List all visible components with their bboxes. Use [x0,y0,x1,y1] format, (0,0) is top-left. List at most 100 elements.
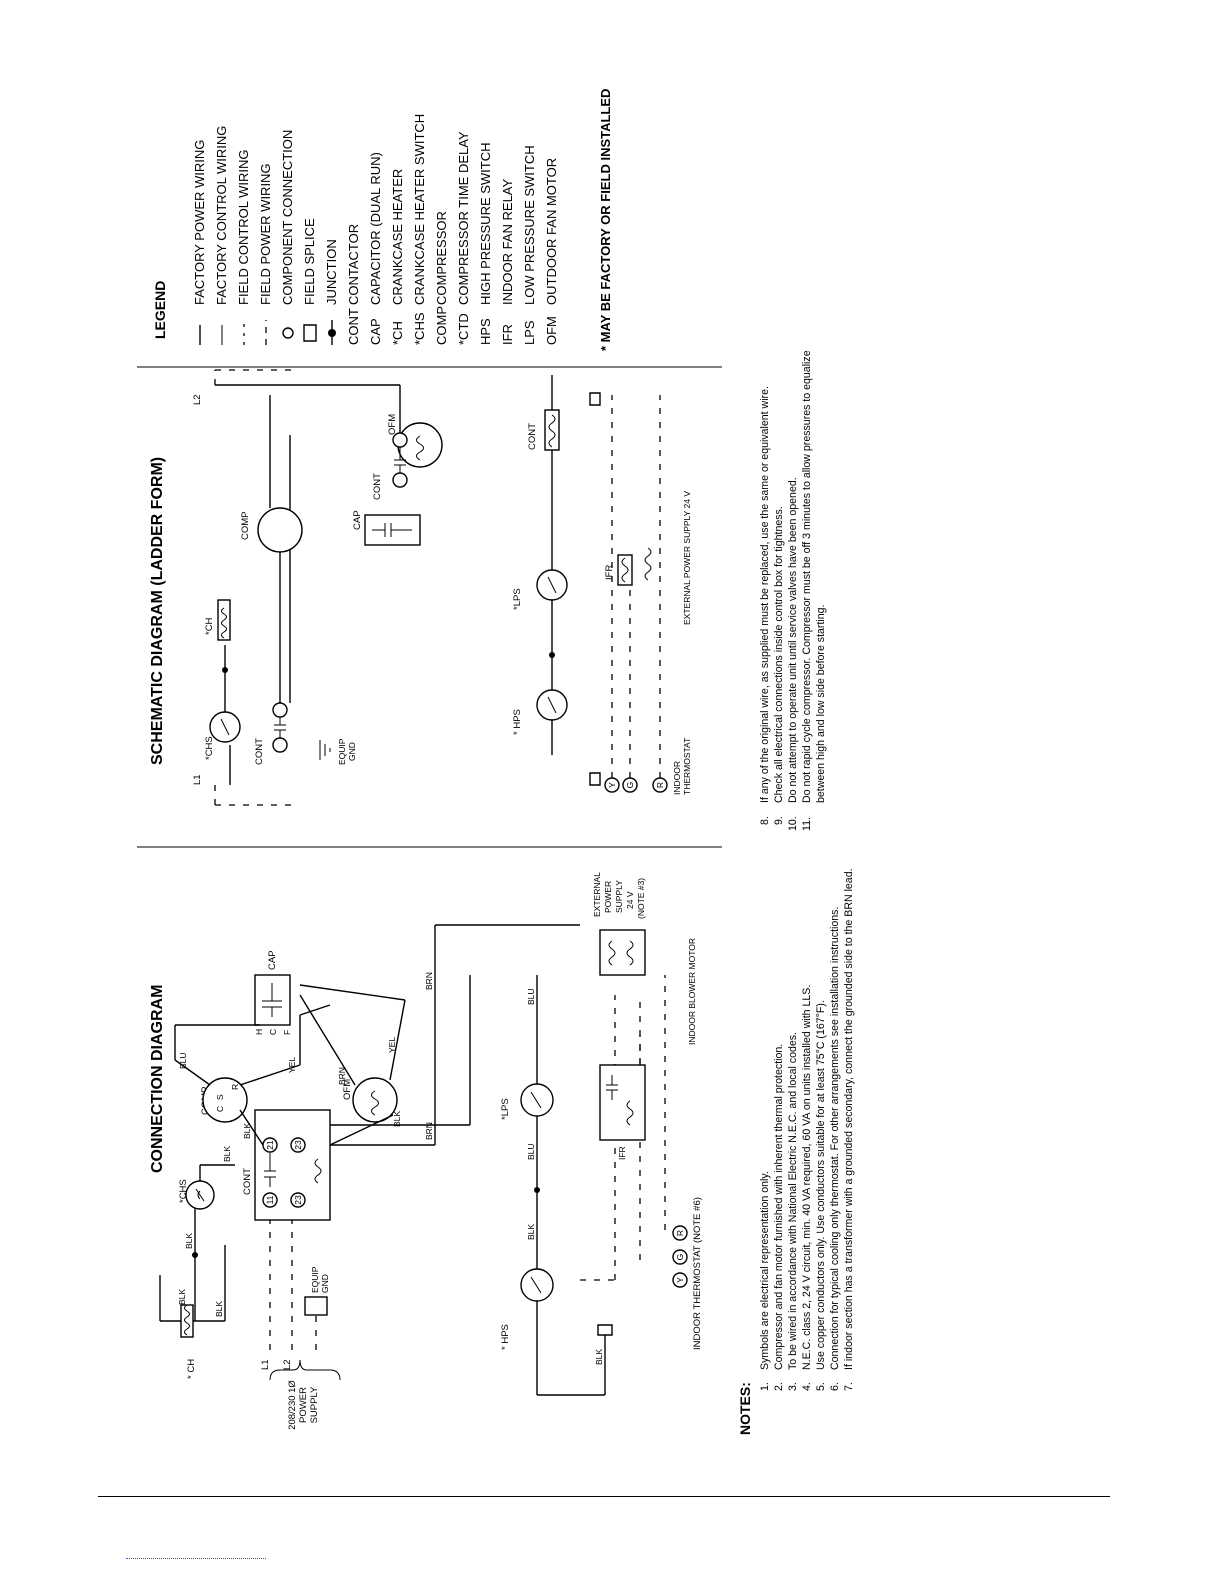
supply-label-3: SUPPLY [309,1386,320,1423]
legend-abbr: LPS [522,320,537,345]
sch-terminal-11 [272,737,288,753]
cap-f-label: F [282,1030,292,1035]
legend-item: FIELD CONTROL WIRING [236,149,251,305]
blu-label: BLU [526,1143,536,1160]
wire-comp-r [239,1064,301,1086]
legend-abbr-text: COMPRESSOR [434,211,449,305]
legend: LEGEND FACTORY POWER WIRING FACTORY CONT… [152,89,613,351]
note-text: If indoor section has a transformer with… [843,868,855,1370]
junction-dot [192,1252,198,1258]
sch-cont-label: CONT [527,423,538,450]
brn-label: BRN [424,1122,434,1140]
sch-cont-label: CONT [254,738,265,765]
transformer-icon [644,547,652,581]
comp-r-label: R [230,1084,240,1090]
conn-ifr-relay [599,1064,646,1141]
notes-title: NOTES: [737,1382,753,1435]
footer-rule [98,1496,1110,1497]
brn-label: BRN [337,1067,347,1085]
switch-icon [530,1091,542,1109]
comp-c-label: C [215,1106,225,1112]
note-num: 9. [773,816,785,825]
field-splice-icon [589,772,601,786]
coil-icon [621,557,629,583]
contact-icon [274,717,286,738]
sch-cap-label: CAP [352,510,363,530]
blk-label: BLK [594,1349,604,1365]
switch-icon [547,576,557,594]
terminal-11-label: 11 [265,1195,275,1204]
sch-ifr-label: IFR [604,565,615,580]
conn-ch-heater [180,1304,194,1338]
terminal-g-label: G [675,1254,685,1261]
blower-label: INDOOR BLOWER MOTOR [687,938,697,1045]
legend-abbr-text: CRANKCASE HEATER [390,169,405,305]
legend-abbr: *CH [390,321,405,345]
junction-dot [222,667,228,673]
note-num: 3. [787,1382,799,1391]
conn-thermostat-label: INDOOR THERMOSTAT (NOTE #6) [692,1197,703,1350]
conn-cap-label: CAP [267,950,278,970]
equip-gnd-1: EQUIP [310,1266,320,1293]
legend-abbr: *CTD [456,313,471,345]
terminal-23a-label: 23 [293,1195,303,1205]
sch-cont-label: CONT [372,473,383,500]
switch-icon [220,718,230,736]
switch-icon [530,1276,542,1294]
wire-comp-s [174,1059,211,1086]
ext-power-2: POWER [603,881,613,913]
note-num: 10. [787,816,799,831]
terminal-23b-label: 23 [293,1140,303,1150]
junction-dot [549,652,555,658]
sch-ch-label: *CH [204,617,215,635]
motor-winding-icon [416,435,424,461]
legend-abbr-text: HIGH PRESSURE SWITCH [478,142,493,305]
conn-transformer [599,929,646,976]
sch-compressor [257,507,303,553]
note-text: Compressor and fan motor furnished with … [773,1044,785,1370]
conn-chs-label: *CHS [178,1179,189,1203]
note-num: 7. [843,1382,855,1391]
cap-h-label: H [254,1029,264,1035]
capacitor-icon [262,983,282,1017]
yel-label: YEL [387,1037,397,1053]
heater-coil-icon [221,607,227,639]
conn-ofm-label: OFM [342,1079,353,1100]
wire-ofm-blk [329,1114,394,1146]
brn-label: BRN [424,972,434,990]
wire-ofm-yel-v [299,984,406,1001]
note-text: Use copper conductors only. Use conducto… [815,1000,827,1370]
terminal-y [672,1272,688,1288]
conn-lps-switch [520,1083,554,1117]
legend-item: FACTORY CONTROL WIRING [214,126,229,305]
sch-ifr-coil [617,554,633,586]
note-text: Check all electrical connections inside … [773,506,785,803]
rotated-diagram-content: CONNECTION DIAGRAM 208/230 1Ø POWER SUPP… [0,5,900,1445]
cap-c-label: C [268,1029,278,1035]
legend-abbr: *CHS [412,312,427,345]
sch-terminal-23b [392,432,408,448]
legend-abbr-text: OUTDOOR FAN MOTOR [544,158,559,305]
terminal-y-label: Y [675,1277,685,1283]
wire-yel-cap-f [299,1004,331,1016]
junction-dot [534,1187,540,1193]
contact-icon [606,1075,618,1100]
note-text: Connection for typical cooling only ther… [829,907,841,1370]
conn-fan-motor [352,1077,398,1123]
terminal-r [672,1225,688,1241]
diagram-svg: CONNECTION DIAGRAM 208/230 1Ø POWER SUPP… [137,89,855,1435]
supply-label-1: 208/230 1Ø [287,1380,298,1430]
sch-gnd-2: GND [347,742,357,761]
terminal-23a [290,1192,306,1208]
blk-label: BLK [222,1146,232,1162]
blu-label: BLU [178,1052,188,1069]
wire-comp-c [239,1109,264,1146]
coil-icon [626,1100,634,1126]
legend-sym-splice [303,324,317,342]
blk-label: BLK [177,1289,187,1305]
blk-label: BLK [214,1301,224,1317]
conn-hps-switch [520,1268,554,1302]
legend-abbr: CAP [368,318,383,345]
schematic-title: SCHEMATIC DIAGRAM (LADDER FORM) [149,457,166,765]
capacitor-icon [372,523,412,537]
